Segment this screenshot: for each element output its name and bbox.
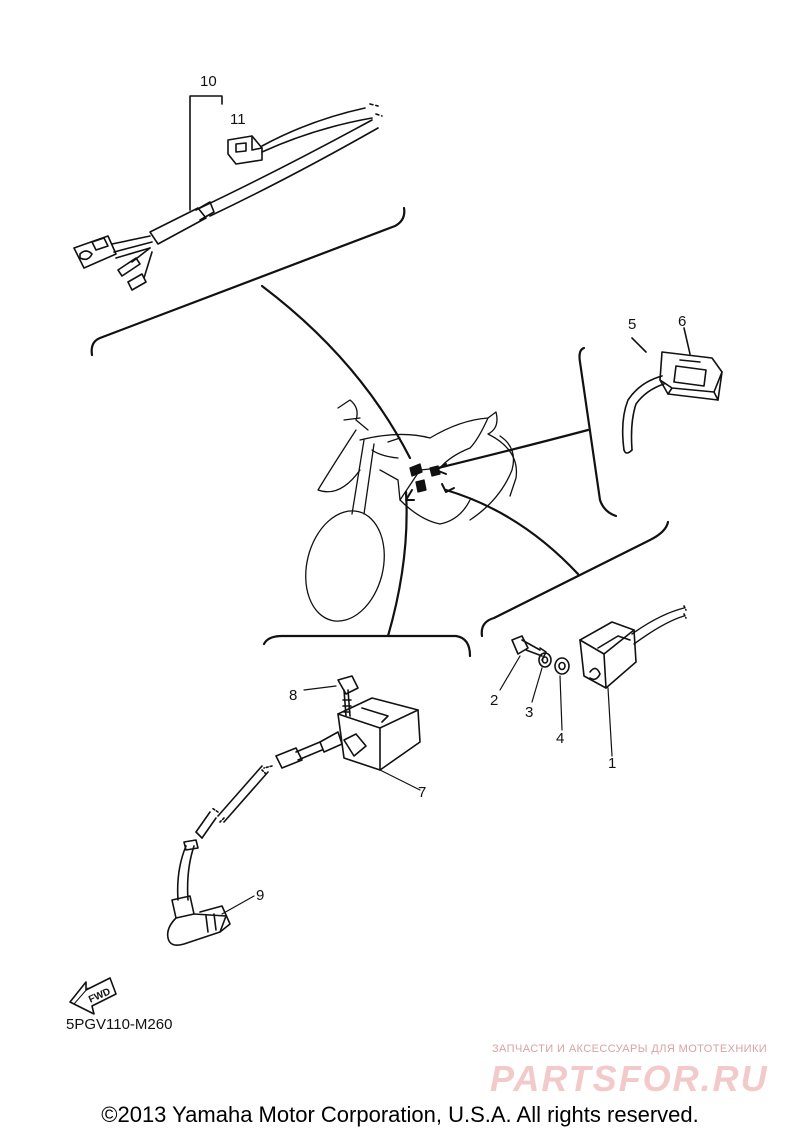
ignition-coil-7 xyxy=(319,697,421,771)
callout-3: 3 xyxy=(525,704,533,721)
cdi-inset xyxy=(480,520,687,757)
callout-labels: 1 2 3 4 5 6 7 8 9 10 11 xyxy=(200,73,686,904)
wire-harness-inset xyxy=(73,95,406,357)
watermark-tagline: ЗАПЧАСТИ И АКСЕССУАРЫ ДЛЯ МОТОТЕХНИКИ xyxy=(492,1043,768,1055)
bolt-2 xyxy=(511,635,547,661)
leader-cdi xyxy=(444,488,580,576)
callout-5: 5 xyxy=(628,316,636,333)
callout-7: 7 xyxy=(418,784,426,801)
motorcycle-outline xyxy=(305,399,518,622)
spark-plug-cap-9 xyxy=(166,895,231,946)
harness-coupler-11 xyxy=(227,135,263,165)
callout-11: 11 xyxy=(230,111,246,128)
fwd-arrow-icon: FWD xyxy=(69,977,117,1015)
washer-3 xyxy=(538,652,552,668)
leader-connector xyxy=(436,428,590,470)
cdi-unit-1 xyxy=(579,621,637,689)
callout-9: 9 xyxy=(256,887,264,904)
leader-harness xyxy=(260,284,412,460)
callout-2: 2 xyxy=(490,692,498,709)
watermark-logo: PARTSFOR.RU xyxy=(490,1058,769,1099)
callout-6: 6 xyxy=(678,313,686,330)
copyright-notice: ©2013 Yamaha Motor Corporation, U.S.A. A… xyxy=(101,1102,699,1127)
diagram-code: 5PGV110-M260 xyxy=(66,1016,173,1033)
callout-10: 10 xyxy=(200,73,217,90)
screw-8 xyxy=(337,675,359,717)
switch-connector-5-6 xyxy=(659,351,723,401)
callout-8: 8 xyxy=(289,687,297,704)
coil-inset xyxy=(166,634,472,946)
callout-1: 1 xyxy=(608,755,616,772)
leader-coil xyxy=(386,490,408,638)
connector-inset xyxy=(578,327,723,518)
harness-coupler-left xyxy=(73,235,117,269)
nut-4 xyxy=(554,657,570,675)
callout-4: 4 xyxy=(556,730,564,747)
